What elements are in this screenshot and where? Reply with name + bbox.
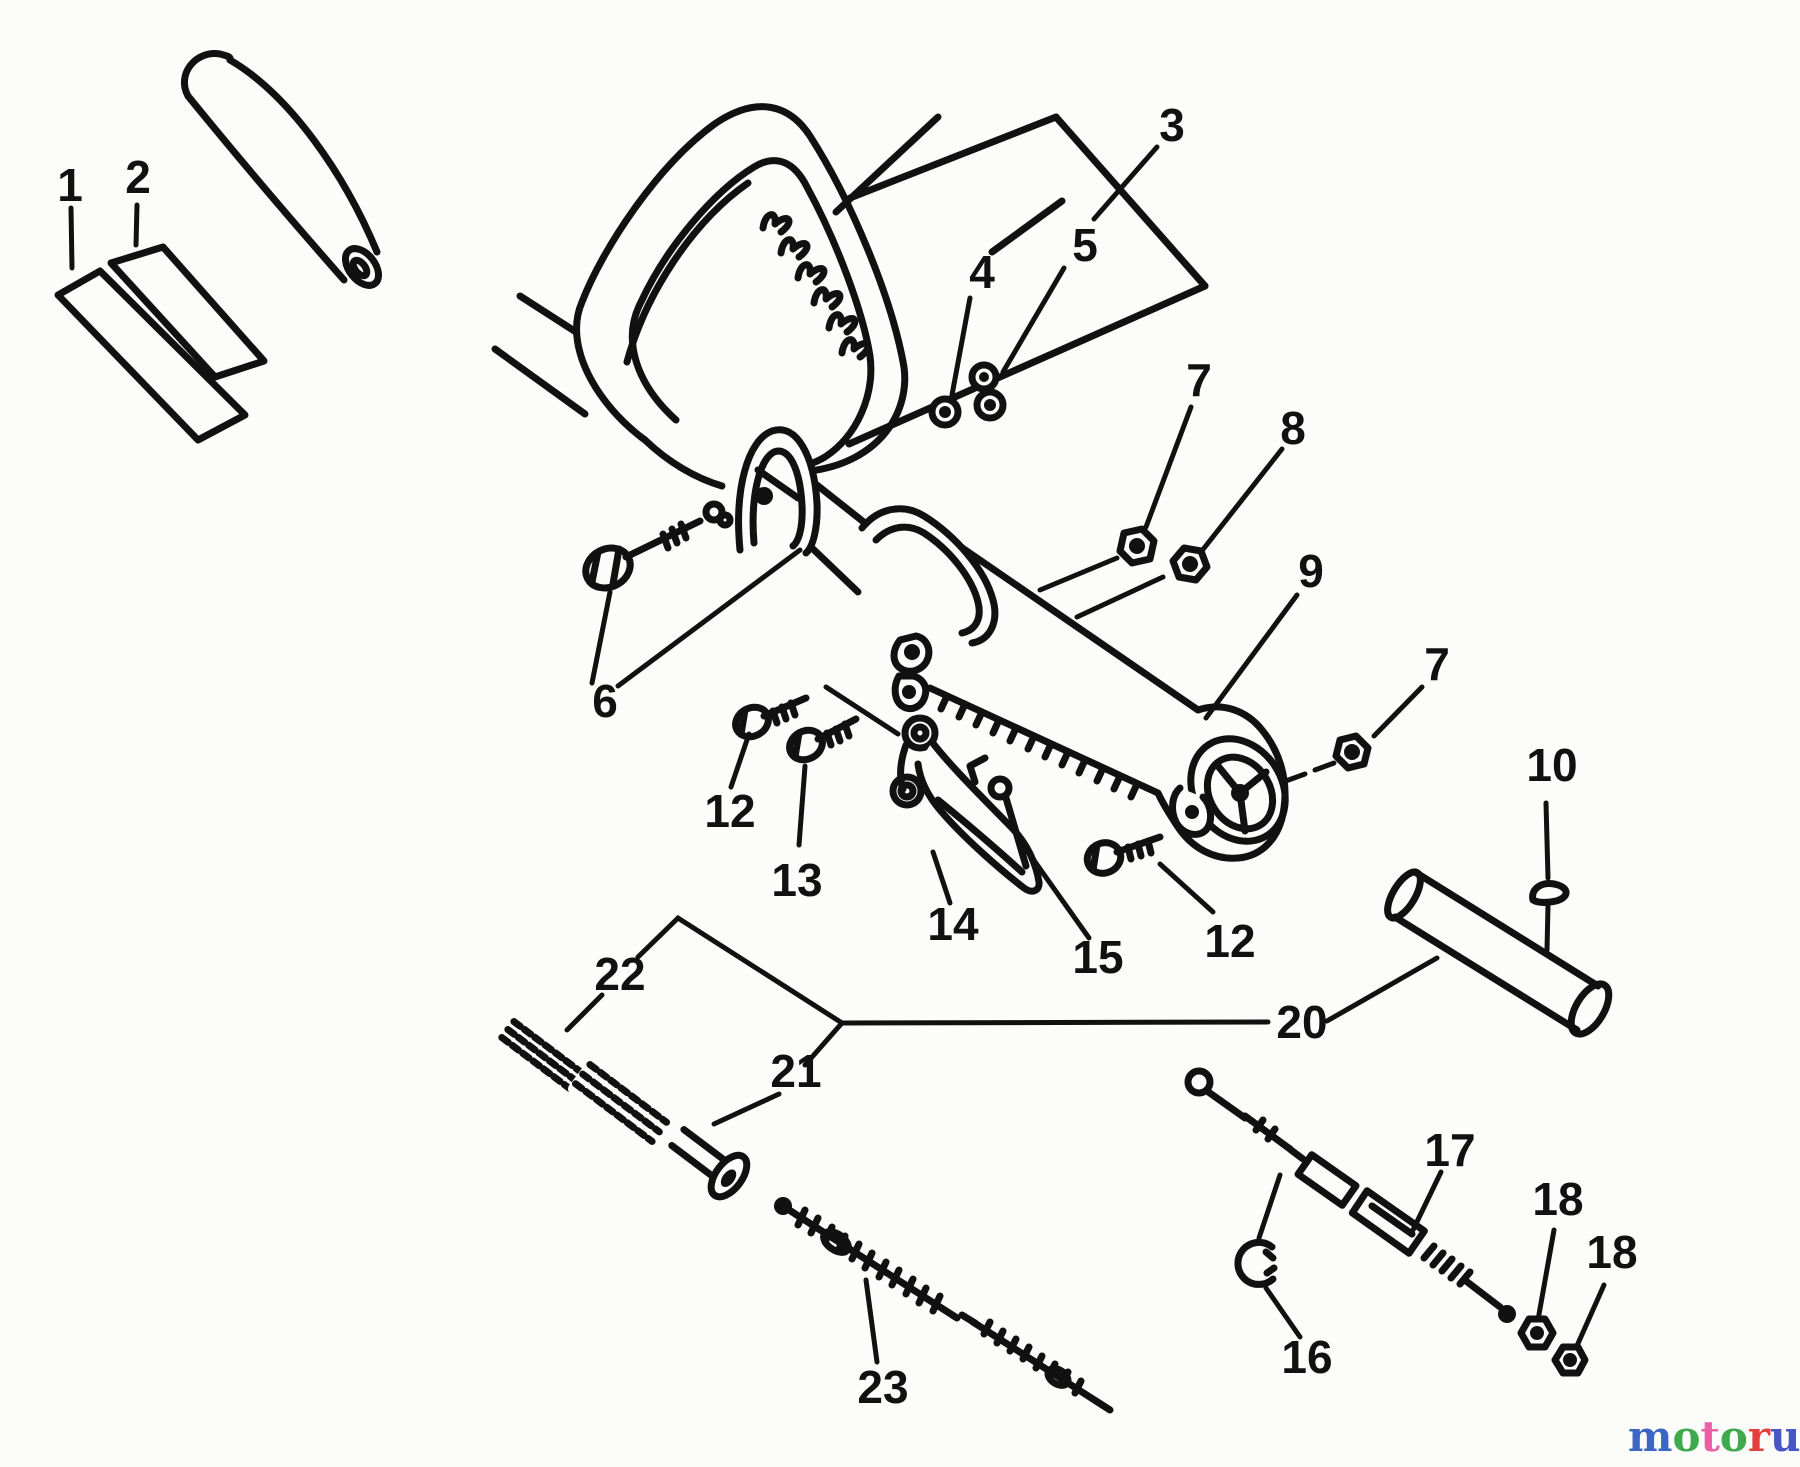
motoruf-logo[interactable]: motoruf'.de xyxy=(1628,1414,1800,1467)
part-number-labels: 1 2 3 4 5 6 7 8 9 7 10 12 13 14 15 12 20… xyxy=(57,99,1637,1413)
e-clip-16 xyxy=(1234,1238,1278,1288)
part-label-18a: 18 xyxy=(1532,1173,1583,1225)
part-label-10: 10 xyxy=(1526,739,1577,791)
part-label-7-upper: 7 xyxy=(1186,354,1212,406)
bolt-13 xyxy=(786,715,860,764)
part-label-2: 2 xyxy=(125,151,151,203)
bolt-12-upper xyxy=(732,694,810,741)
shield-plate-3 xyxy=(832,113,1209,448)
part-label-7-lower: 7 xyxy=(1424,638,1450,690)
splined-coupling-22a xyxy=(495,1013,591,1099)
coupler-21 xyxy=(662,1117,751,1201)
part-label-8: 8 xyxy=(1280,402,1306,454)
bolt-6 xyxy=(582,500,734,592)
part-label-4: 4 xyxy=(969,246,995,298)
part-label-13: 13 xyxy=(771,854,822,906)
pin-15 xyxy=(966,754,1030,870)
nut-7-upper xyxy=(1116,525,1158,567)
nut-4 xyxy=(928,395,962,429)
motoruf-wordmark: motoruf xyxy=(1628,1412,1800,1461)
grip-texture xyxy=(759,211,872,361)
part-label-15: 15 xyxy=(1072,931,1123,983)
nut-18a xyxy=(1517,1315,1557,1351)
shaft-clamp xyxy=(858,505,999,713)
nut-7-lower xyxy=(1332,732,1372,772)
bolt-12-lower xyxy=(1083,833,1164,877)
trigger-lever-14 xyxy=(889,714,1043,895)
part-label-21: 21 xyxy=(770,1045,821,1097)
washers-5 xyxy=(968,361,1007,422)
exploded-parts-art xyxy=(54,50,1613,1414)
leader-lines xyxy=(68,144,1607,1365)
handle-bracket xyxy=(735,426,821,557)
part-label-23: 23 xyxy=(857,1361,908,1413)
part-label-17: 17 xyxy=(1424,1124,1475,1176)
strip-part-2 xyxy=(107,243,268,381)
coupler-housing-9 xyxy=(1154,703,1289,862)
splined-coupling-22b xyxy=(568,1055,674,1151)
part-label-3: 3 xyxy=(1159,99,1185,151)
part-label-12-upper: 12 xyxy=(704,785,755,837)
part-label-16: 16 xyxy=(1281,1331,1332,1383)
part-label-14: 14 xyxy=(927,898,979,950)
loop-handle xyxy=(573,103,909,490)
throttle-cable-17 xyxy=(1184,1067,1516,1323)
flex-shaft-23 xyxy=(774,1197,1114,1414)
part-label-6: 6 xyxy=(592,675,618,727)
grip-tube xyxy=(180,50,382,289)
part-label-18b: 18 xyxy=(1586,1226,1637,1278)
part-label-1: 1 xyxy=(57,159,83,211)
key-10 xyxy=(1529,880,1570,906)
part-label-5: 5 xyxy=(1072,219,1098,271)
part-label-12-lower: 12 xyxy=(1204,915,1255,967)
part-label-20: 20 xyxy=(1276,996,1327,1048)
nut-18b xyxy=(1551,1343,1589,1377)
part-label-9: 9 xyxy=(1298,545,1324,597)
tube-20 xyxy=(1384,868,1613,1038)
strip-part-1 xyxy=(54,267,249,444)
drive-shaft-tube xyxy=(491,292,1202,801)
part-label-22: 22 xyxy=(594,948,645,1000)
